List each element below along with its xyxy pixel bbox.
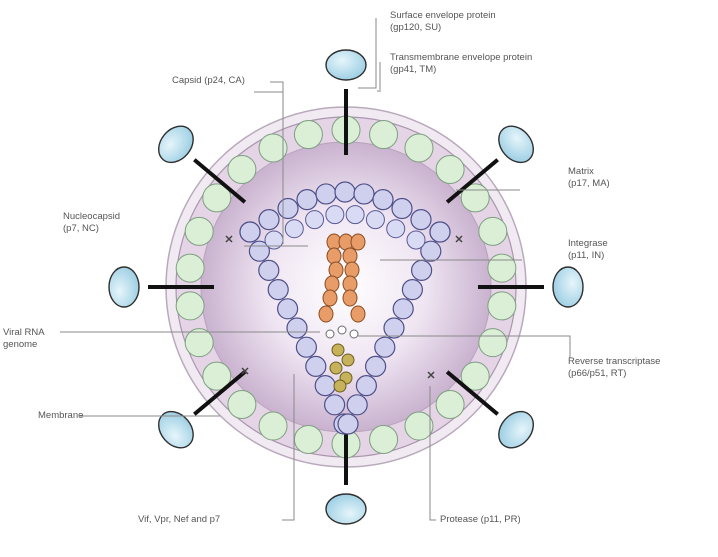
capsid-bead <box>392 198 412 218</box>
capsid-bead <box>296 337 316 357</box>
capsid-bead <box>412 260 432 280</box>
matrix-bead <box>176 254 204 282</box>
reverse-transcriptase-bead <box>332 344 344 356</box>
capsid-bead <box>384 318 404 338</box>
matrix-bead <box>228 155 256 183</box>
capsid-bead <box>347 395 367 415</box>
label-viral-rna-genome: Viral RNA genome <box>3 327 45 351</box>
matrix-bead <box>479 217 507 245</box>
integrase-bead <box>351 306 365 322</box>
matrix-bead <box>370 425 398 453</box>
capsid-bead <box>285 220 303 238</box>
label-transmembrane-envelope-protein: Transmembrane envelope protein (gp41, TM… <box>390 52 532 76</box>
matrix-bead <box>436 155 464 183</box>
capsid-bead <box>356 376 376 396</box>
capsid-bead <box>402 280 422 300</box>
matrix-bead <box>436 391 464 419</box>
rna-bead <box>326 330 334 338</box>
matrix-bead <box>488 292 516 320</box>
capsid-bead <box>375 337 395 357</box>
rna-bead <box>338 326 346 334</box>
integrase-bead <box>319 306 333 322</box>
label-nucleocapsid: Nucleocapsid (p7, NC) <box>63 211 120 235</box>
capsid-bead <box>306 356 326 376</box>
capsid-bead <box>240 222 260 242</box>
capsid-bead <box>297 190 317 210</box>
matrix-bead <box>259 412 287 440</box>
label-matrix: Matrix (p17, MA) <box>568 166 610 190</box>
reverse-transcriptase-bead <box>334 380 346 392</box>
surface-envelope-head <box>326 494 366 524</box>
capsid-bead <box>411 210 431 230</box>
matrix-bead <box>488 254 516 282</box>
matrix-bead <box>185 217 213 245</box>
matrix-bead <box>479 329 507 357</box>
label-vif-vpr-nef-p7: Vif, Vpr, Nef and p7 <box>138 514 220 526</box>
capsid-bead <box>387 220 405 238</box>
capsid-bead <box>259 260 279 280</box>
matrix-bead <box>405 134 433 162</box>
capsid-bead <box>393 299 413 319</box>
integrase-bead <box>327 248 341 264</box>
surface-envelope-head <box>152 119 201 169</box>
matrix-bead <box>228 391 256 419</box>
matrix-bead <box>185 329 213 357</box>
surface-envelope-head <box>492 119 541 169</box>
capsid-bead <box>335 182 355 202</box>
reverse-transcriptase-bead <box>342 354 354 366</box>
matrix-bead <box>405 412 433 440</box>
matrix-bead <box>294 121 322 149</box>
capsid-bead <box>278 198 298 218</box>
integrase-bead <box>345 262 359 278</box>
capsid-bead <box>315 376 335 396</box>
capsid-bead <box>259 210 279 230</box>
label-surface-envelope-protein: Surface envelope protein (gp120, SU) <box>390 10 496 34</box>
label-protease: Protease (p11, PR) <box>440 514 521 526</box>
capsid-bead <box>326 206 344 224</box>
rna-bead <box>350 330 358 338</box>
capsid-bead <box>346 206 364 224</box>
surface-envelope-head <box>553 267 583 307</box>
integrase-bead <box>343 290 357 306</box>
capsid-bead <box>407 231 425 249</box>
integrase-bead <box>323 290 337 306</box>
integrase-bead <box>325 276 339 292</box>
label-reverse-transcriptase: Reverse transcriptase (p66/p51, RT) <box>568 356 660 380</box>
matrix-bead <box>176 292 204 320</box>
capsid-bead <box>278 299 298 319</box>
surface-envelope-head <box>492 405 541 455</box>
capsid-bead <box>287 318 307 338</box>
capsid-bead <box>366 356 386 376</box>
surface-envelope-head <box>152 405 201 455</box>
capsid-bead <box>366 211 384 229</box>
capsid-bead <box>354 184 374 204</box>
surface-envelope-head <box>326 50 366 80</box>
capsid-bead <box>338 414 358 434</box>
capsid-bead <box>316 184 336 204</box>
matrix-bead <box>294 425 322 453</box>
capsid-bead <box>306 211 324 229</box>
capsid-bead <box>430 222 450 242</box>
label-membrane: Membrane <box>38 410 83 422</box>
reverse-transcriptase-bead <box>330 362 342 374</box>
integrase-bead <box>351 234 365 250</box>
matrix-bead <box>370 121 398 149</box>
label-capsid: Capsid (p24, CA) <box>172 75 245 87</box>
label-integrase: Integrase (p11, IN) <box>568 238 608 262</box>
capsid-bead <box>373 190 393 210</box>
integrase-bead <box>343 248 357 264</box>
capsid-bead <box>325 395 345 415</box>
capsid-bead <box>268 280 288 300</box>
surface-envelope-head <box>109 267 139 307</box>
